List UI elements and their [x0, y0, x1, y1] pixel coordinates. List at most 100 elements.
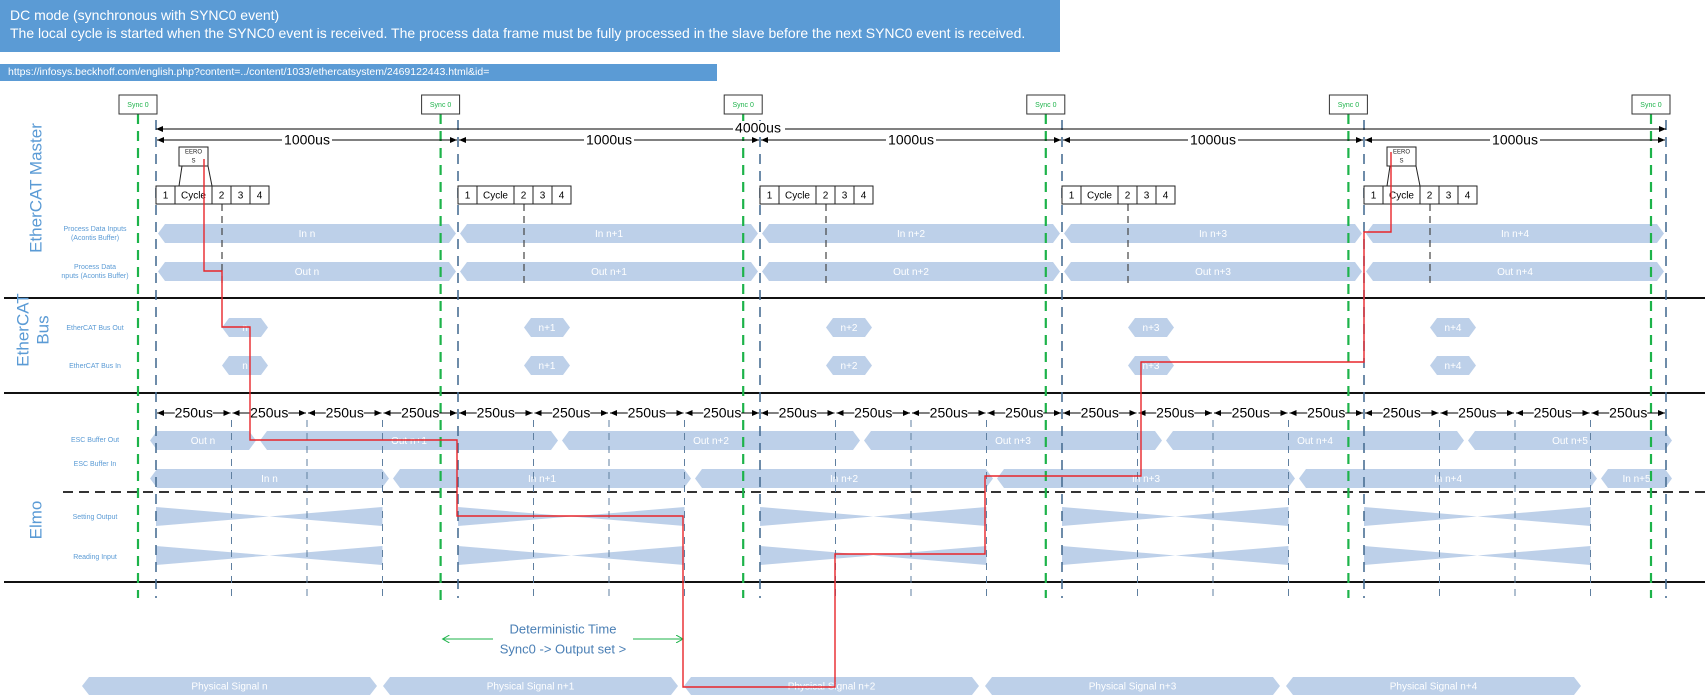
cycle-duration-label: 1000us	[284, 132, 330, 148]
eeros-return-arrow	[207, 165, 213, 187]
sync0-label: Sync 0	[127, 102, 149, 109]
bus-out-frame	[524, 318, 570, 337]
setting-output-window-left	[1364, 507, 1478, 526]
process-data-inputs-band-label: In n+3	[1199, 229, 1228, 240]
quarter-duration-label: 250us	[930, 405, 968, 421]
sync0-label: Sync 0	[732, 102, 754, 109]
quarter-duration-label-bg	[552, 405, 591, 421]
cycle-step-label: Cycle	[1087, 191, 1112, 202]
quarter-duration-label-bg	[1382, 405, 1421, 421]
esc-buffer-out-band-label: Out n	[191, 436, 215, 447]
bus-in-frame	[1128, 356, 1174, 375]
cycle-step-box	[551, 185, 572, 205]
row-label: Process Data Inputs	[63, 226, 127, 233]
sync0-box	[118, 94, 158, 115]
eeros-call-arrow	[178, 165, 183, 187]
quarter-duration-label: 250us	[1081, 405, 1119, 421]
sync0-label: Sync 0	[430, 102, 452, 109]
cycle-step-label: Cycle	[181, 191, 206, 202]
process-data-inputs-band	[158, 224, 456, 243]
bus-in-frame-label: n+4	[1445, 361, 1462, 372]
quarter-duration-label: 250us	[1156, 405, 1194, 421]
physical-signal-band-label: Physical Signal n+1	[487, 682, 575, 693]
quarter-duration-label-bg	[1080, 405, 1119, 421]
cycle-step-box	[853, 185, 874, 205]
quarter-duration-label-bg	[929, 405, 968, 421]
cycle-step-label: 3	[1446, 191, 1452, 202]
cycle-step-label: 2	[823, 191, 829, 202]
esc-buffer-out-band-label: Out n+5	[1552, 436, 1588, 447]
eeros-return-arrow	[1415, 165, 1421, 187]
quarter-duration-label: 250us	[703, 405, 741, 421]
quarter-duration-label: 250us	[628, 405, 666, 421]
esc-buffer-in-band	[997, 469, 1295, 488]
signal-propagation-path	[203, 152, 1392, 688]
esc-buffer-in-band-label: In n+3	[1132, 474, 1161, 485]
cycle-step-label: Cycle	[1389, 191, 1414, 202]
bus-in-frame	[1430, 356, 1476, 375]
bus-out-frame	[1430, 318, 1476, 337]
cycle-step-label: 4	[861, 191, 867, 202]
row-label: EtherCAT Bus In	[69, 363, 121, 370]
esc-buffer-out-band	[1166, 431, 1464, 450]
row-label: Process Data	[74, 264, 116, 271]
bus-in-frame-label: n	[242, 361, 248, 372]
cycle-step-label: 3	[238, 191, 244, 202]
process-data-outputs-band	[460, 262, 758, 281]
deterministic-time-label: Deterministic Time	[510, 621, 617, 636]
eeros-box	[1386, 146, 1417, 167]
esc-buffer-out-band	[562, 431, 860, 450]
cycle-duration-label: 1000us	[1190, 132, 1236, 148]
reading-input-window-right	[269, 546, 383, 565]
eeros-label: EERO	[1393, 150, 1410, 156]
quarter-duration-label-bg	[250, 405, 289, 421]
eeros-label: EERO	[185, 150, 202, 156]
eeros-box	[178, 146, 209, 167]
quarter-duration-label-bg	[1609, 405, 1648, 421]
cycle-step-label: 3	[540, 191, 546, 202]
physical-signal-band	[985, 677, 1280, 695]
process-data-outputs-band-label: Out n+2	[893, 267, 929, 278]
sync0-label: Sync 0	[1338, 102, 1360, 109]
sync0-box	[723, 94, 763, 115]
setting-output-window-right	[873, 507, 987, 526]
eeros-label: S	[191, 159, 195, 165]
cycle-duration-label: 1000us	[1492, 132, 1538, 148]
process-data-inputs-band-label: In n+1	[595, 229, 624, 240]
esc-buffer-in-band-label: In n+1	[528, 474, 557, 485]
esc-buffer-in-band	[1601, 469, 1672, 488]
quarter-duration-label-bg	[1533, 405, 1572, 421]
cycle-step-box	[1155, 185, 1176, 205]
cycle-duration-label-bg	[1188, 132, 1238, 148]
header-title: DC mode (synchronous with SYNC0 event)	[10, 7, 280, 23]
cycle-step-label: Cycle	[785, 191, 810, 202]
section-label-elmo: Elmo	[26, 501, 45, 540]
process-data-inputs-band-label: In n+4	[1501, 229, 1530, 240]
row-label: ESC Buffer In	[74, 461, 117, 468]
quarter-duration-label: 250us	[1383, 405, 1421, 421]
physical-signal-band	[82, 677, 377, 695]
physical-signal-band	[1286, 677, 1581, 695]
cycle-step-label: 1	[1069, 191, 1075, 202]
source-url[interactable]: https://infosys.beckhoff.com/english.php…	[0, 64, 717, 81]
quarter-duration-label-bg	[401, 405, 440, 421]
cycle-step-label: 4	[559, 191, 565, 202]
quarter-duration-label: 250us	[326, 405, 364, 421]
quarter-duration-label: 250us	[1232, 405, 1270, 421]
sync0-box	[1328, 94, 1368, 115]
cycle-duration-label: 1000us	[888, 132, 934, 148]
cycle-step-label: 4	[1465, 191, 1471, 202]
esc-buffer-in-band	[150, 469, 389, 488]
cycle-step-label: 1	[767, 191, 773, 202]
eeros-call-arrow	[1386, 165, 1391, 187]
esc-buffer-out-band	[1468, 431, 1672, 450]
reading-input-window-left	[156, 546, 270, 565]
bus-in-frame	[826, 356, 872, 375]
process-data-inputs-band-label: In n+2	[897, 229, 926, 240]
row-label: ESC Buffer Out	[71, 437, 119, 444]
section-label-master: EtherCAT Master	[26, 123, 45, 253]
process-data-inputs-band	[1366, 224, 1664, 243]
quarter-duration-label: 250us	[175, 405, 213, 421]
quarter-duration-label: 250us	[1307, 405, 1345, 421]
bus-out-frame	[826, 318, 872, 337]
